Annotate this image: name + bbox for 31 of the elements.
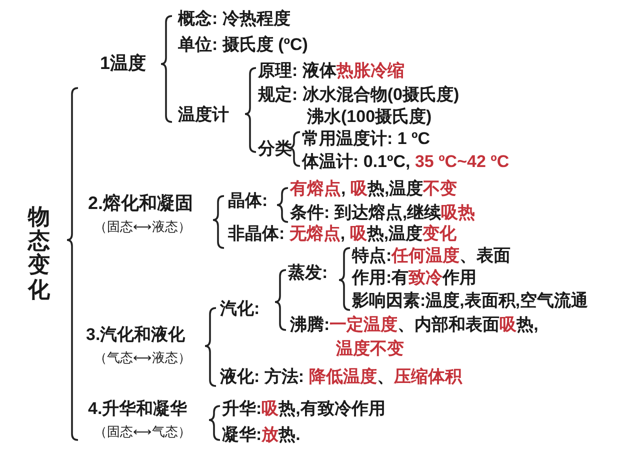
map-text: 蒸发: [288,262,328,284]
topic-title: 物态变化 [28,205,50,302]
map-text: 温度计 [178,104,229,126]
map-text: 条件: 到达熔点,继续吸热 [290,202,476,224]
map-text: 升华:吸热,有致冷作用 [222,398,386,420]
map-text: 影响因素:温度,表面积,空气流通 [352,290,588,312]
map-text: 沸水(100摄氏度) [307,106,432,128]
map-text: 1温度 [100,52,146,74]
map-text: 凝华:放热. [222,424,300,446]
map-text: 有熔点, 吸热,温度不变 [290,178,458,200]
map-text: 规定: 冰水混合物(0摄氏度) [258,84,460,106]
map-text: 4.升华和凝华 [88,398,188,420]
map-text: 分类 [258,138,292,160]
map-text: 非晶体: 无熔点, 吸热,温度变化 [228,223,457,244]
map-text: （固态⟷气态） [94,424,191,440]
map-text: 特点:任何温度、表面 [352,245,511,266]
map-text: （固态⟷液态） [94,219,191,236]
map-text: （气态⟷液态） [94,350,191,366]
map-text: 3.汽化和液化 [86,324,186,346]
map-text: 体温计: 0.1ºC, 35 ºC~42 ºC [302,151,510,172]
map-text: 原理: 液体热胀冷缩 [258,60,404,82]
map-text: 液化: 方法: 降低温度、压缩体积 [220,366,462,388]
map-text: 单位: 摄氏度 (ºC) [178,34,308,56]
map-text: 晶体: [228,190,268,212]
map-text: 概念: 冷热程度 [178,8,290,30]
map-text: 汽化: [220,298,260,320]
map-text: 沸腾:一定温度、内部和表面吸热, [290,314,538,336]
map-text: 2.熔化和凝固 [88,192,194,214]
map-text: 作用:有致冷作用 [352,267,477,288]
map-text: 温度不变 [336,338,404,360]
map-text: 常用温度计: 1 ºC [302,128,430,150]
